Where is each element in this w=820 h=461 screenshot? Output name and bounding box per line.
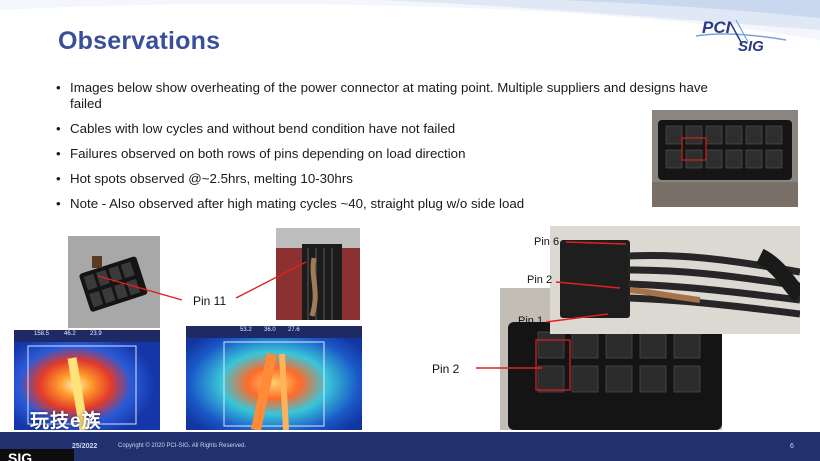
pci-sig-logo: PCI SIG — [690, 14, 790, 60]
page-number: 6 — [790, 443, 794, 450]
observation-bullets: Images below show overheating of the pow… — [56, 80, 736, 221]
cable-middle-photo — [276, 228, 360, 320]
logo-sig-text: SIG — [738, 38, 764, 55]
callout-pin-11: Pin 11 — [193, 294, 227, 308]
bullet-item: Note - Also observed after high mating c… — [56, 196, 736, 212]
callout-pin-1: Pin 1 — [518, 315, 544, 327]
connector-left-photo — [68, 236, 160, 328]
thermal-right-t1: 53.2 — [240, 327, 252, 333]
corner-sig-text: SIG — [0, 449, 74, 461]
thermal-left-t1: 158.5 — [34, 331, 50, 337]
slide-title: Observations — [58, 27, 221, 55]
thermal-right-t2: 36.0 — [264, 327, 276, 333]
thermal-left-t3: 23.9 — [90, 331, 102, 337]
bullet-item: Images below show overheating of the pow… — [56, 80, 736, 112]
slide-footer — [0, 432, 820, 461]
logo-pci-text: PCI — [702, 18, 731, 37]
connector-top-photo — [652, 110, 798, 207]
header-swoosh — [0, 0, 820, 40]
thermal-image-left: 158.5 46.2 23.9 — [14, 330, 160, 430]
cable-right-photo — [550, 226, 800, 334]
connector-bottom-right-photo — [500, 288, 722, 430]
callout-pin-6: Pin 6 — [534, 236, 560, 248]
footer-date: 25/2022 — [72, 443, 98, 450]
bullet-item: Failures observed on both rows of pins d… — [56, 146, 736, 162]
callout-pin-2-bottom: Pin 2 — [432, 362, 460, 376]
bullet-item: Cables with low cycles and without bend … — [56, 121, 736, 137]
footer-copyright: Copyright © 2020 PCI-SIG. All Rights Res… — [118, 443, 247, 449]
callout-pin-2-top: Pin 2 — [527, 274, 553, 286]
thermal-right-t3: 27.6 — [288, 327, 300, 333]
bullet-item: Hot spots observed @~2.5hrs, melting 10-… — [56, 171, 736, 187]
thermal-left-t2: 46.2 — [64, 331, 76, 337]
thermal-image-right: 53.2 36.0 27.6 — [186, 326, 362, 430]
watermark: 玩技e族 — [30, 411, 102, 432]
